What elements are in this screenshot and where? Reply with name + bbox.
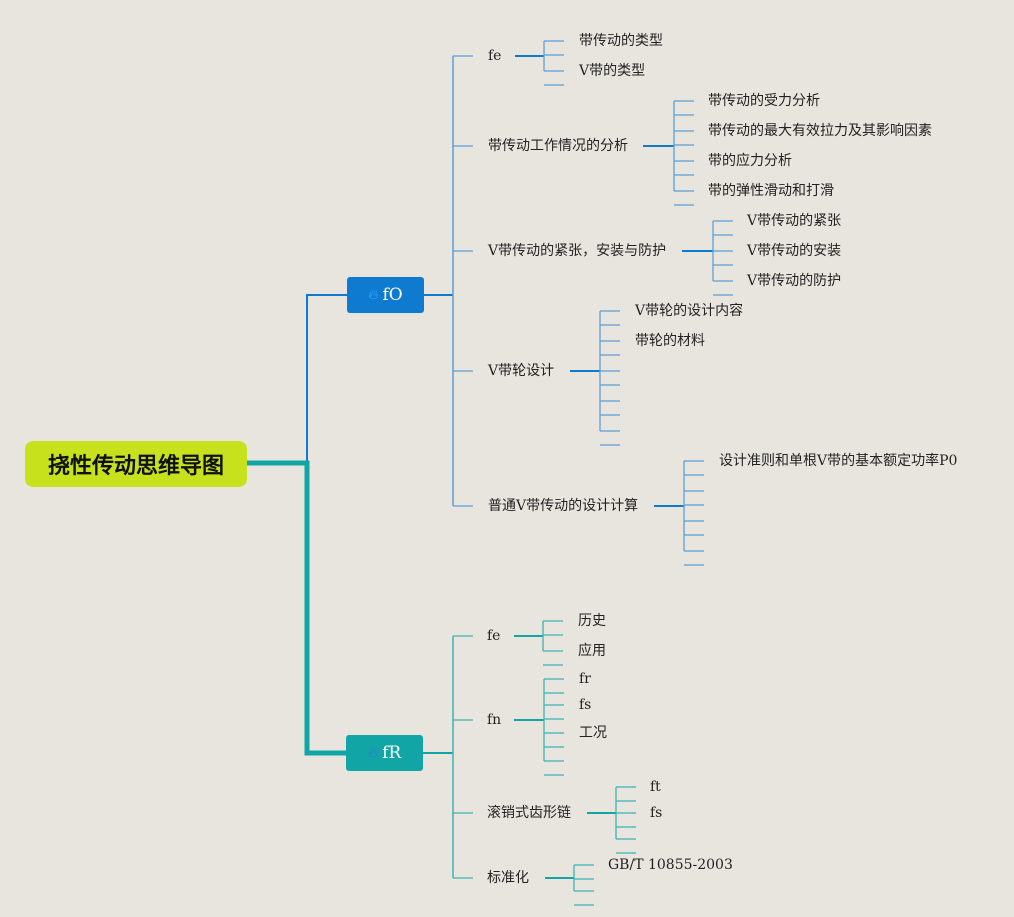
leaf-label[interactable]: ft (650, 779, 661, 795)
root-node[interactable]: 挠性传动思维导图 (25, 441, 247, 487)
topic-label[interactable]: V带传动的紧张，安装与防护 (488, 243, 667, 259)
leaf-label[interactable]: V带的类型 (579, 63, 646, 79)
hub-node-fR[interactable]: 🔥︎ fR (346, 735, 423, 771)
hub-label: fR (382, 743, 402, 763)
topic-label[interactable]: 带传动工作情况的分析 (488, 138, 628, 154)
leaf-label[interactable]: V带传动的防护 (747, 273, 842, 289)
leaf-label[interactable]: 设计准则和单根V带的基本额定功率P0 (719, 453, 958, 469)
connector-root-hub2 (247, 460, 346, 756)
leaf-label[interactable]: V带传动的紧张 (747, 213, 842, 229)
fire-icon: 🔥︎ (368, 287, 379, 303)
topic-label[interactable]: 标准化 (487, 870, 529, 886)
leaf-label[interactable]: 历史 (578, 613, 606, 629)
fire-icon: 🔥︎ (367, 745, 379, 761)
leaf-label[interactable]: GB/T 10855-2003 (608, 857, 733, 873)
leaf-label[interactable]: 工况 (579, 725, 607, 741)
topic-label[interactable]: fe (487, 628, 501, 644)
leaf-label[interactable]: 带传动的最大有效拉力及其影响因素 (708, 123, 932, 139)
hub-node-fO[interactable]: 🔥︎ fO (347, 277, 424, 313)
leaf-label[interactable]: V带轮的设计内容 (635, 303, 744, 319)
leaf-label[interactable]: fs (579, 697, 592, 713)
topic-label[interactable]: 滚销式齿形链 (487, 805, 571, 821)
leaf-label[interactable]: fr (579, 671, 591, 687)
topic-label[interactable]: 普通V带传动的设计计算 (488, 498, 639, 514)
leaf-label[interactable]: fs (650, 805, 663, 821)
leaf-label[interactable]: 应用 (578, 643, 606, 659)
leaf-label[interactable]: 带传动的受力分析 (708, 93, 820, 109)
topic-label[interactable]: fe (488, 48, 502, 64)
leaf-label[interactable]: 带的应力分析 (708, 153, 792, 169)
hub-label: fO (382, 285, 403, 305)
leaf-label[interactable]: 带的弹性滑动和打滑 (708, 183, 834, 199)
leaf-label[interactable]: 带传动的类型 (579, 33, 663, 49)
root-label: 挠性传动思维导图 (47, 454, 224, 479)
leaf-label[interactable]: V带传动的安装 (747, 243, 842, 259)
topic-label[interactable]: V带轮设计 (488, 363, 555, 379)
leaf-label[interactable]: 带轮的材料 (635, 333, 705, 349)
connector-root-hub1 (247, 294, 347, 464)
topic-label[interactable]: fn (487, 712, 502, 728)
